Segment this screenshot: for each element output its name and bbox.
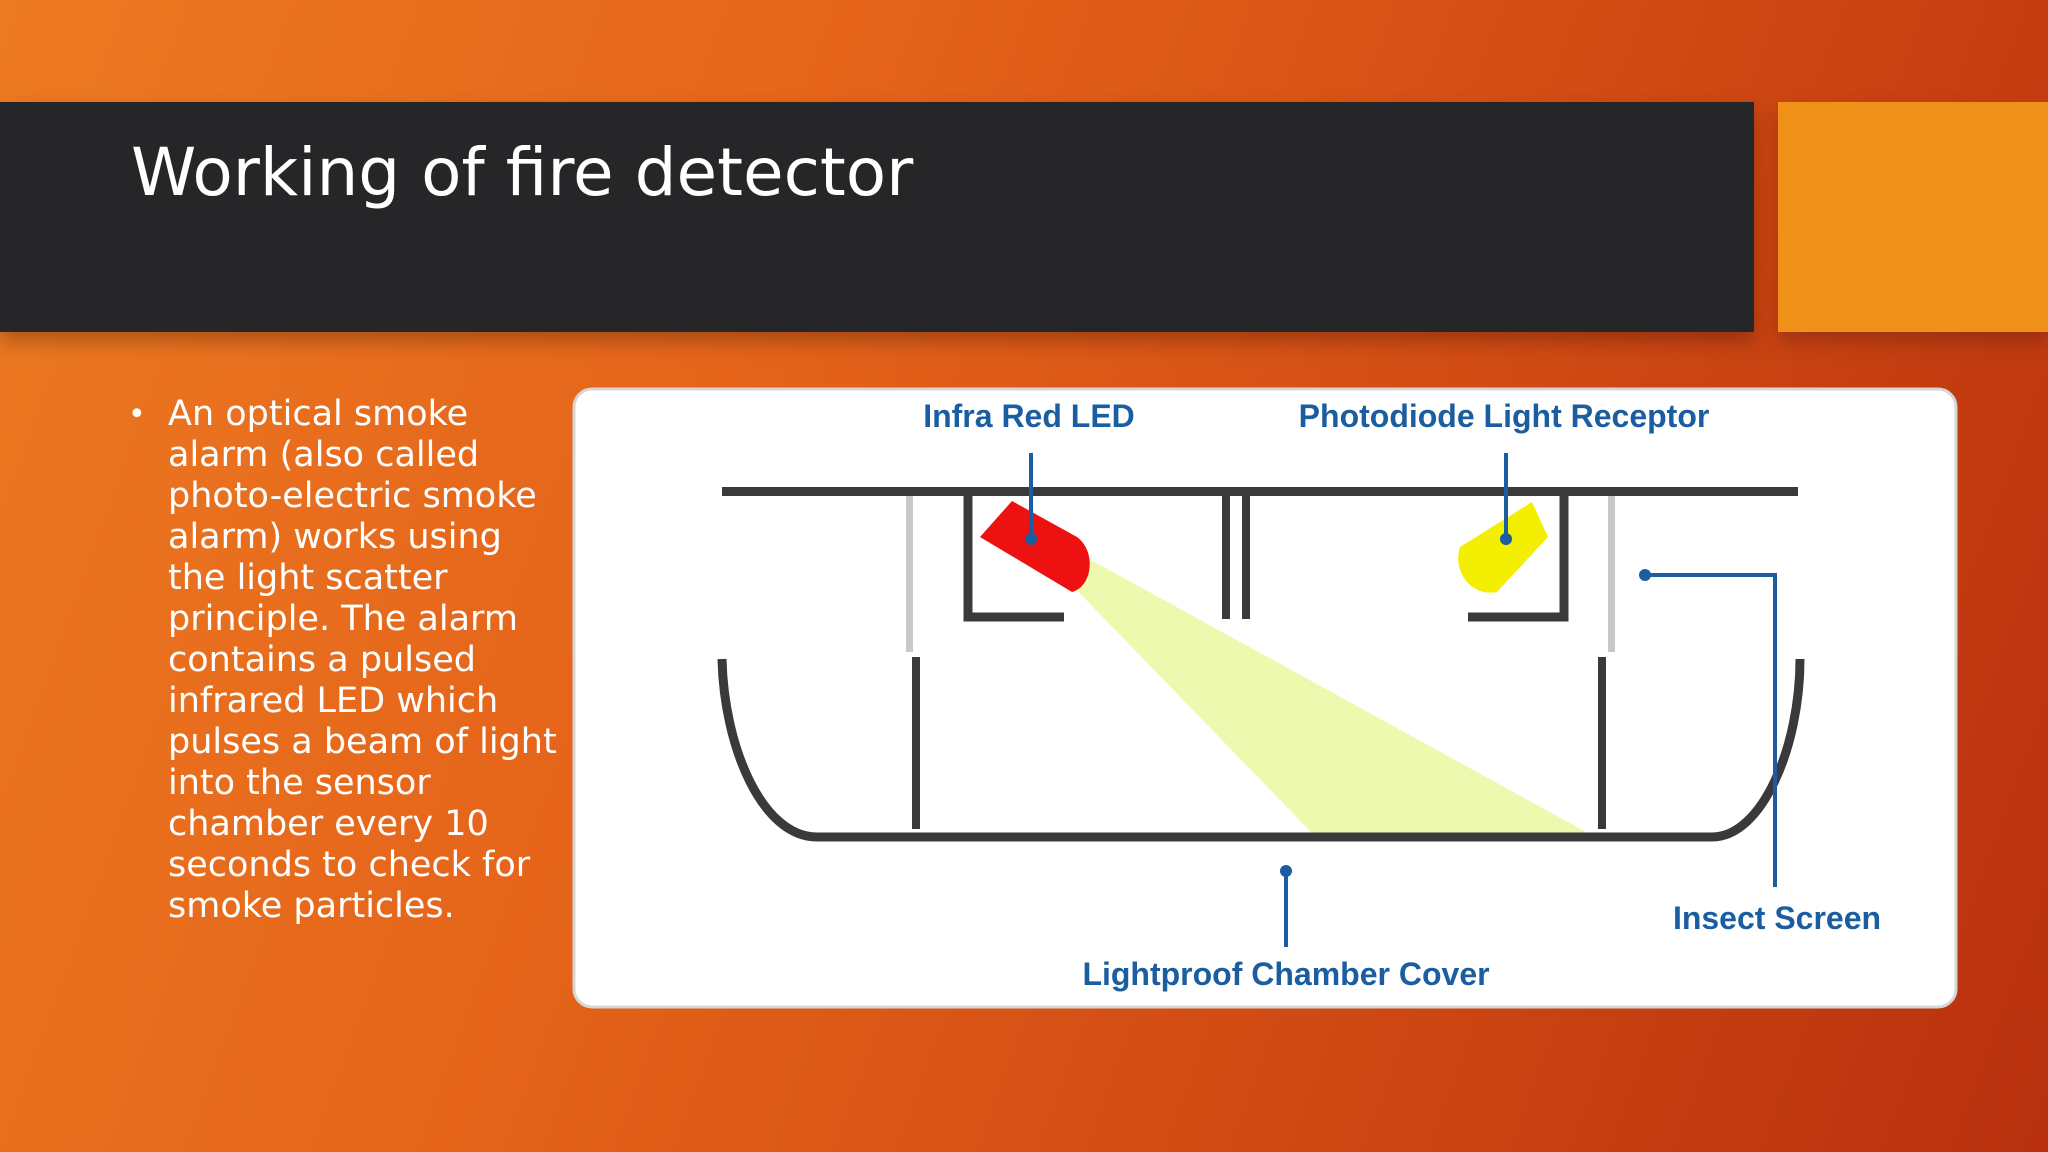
- center-divider: [1242, 496, 1250, 619]
- bullet-marker: •: [128, 397, 146, 432]
- photodiode-leader-dot: [1500, 533, 1512, 545]
- insect-screen-label: Insect Screen: [1673, 900, 1881, 936]
- smoke-detector-diagram: Infra Red LED Photodiode Light Receptor …: [572, 387, 1958, 1009]
- chamber-cover: [717, 658, 1805, 842]
- center-divider: [1222, 496, 1230, 619]
- accent-box: [1778, 102, 2048, 332]
- insect-screen-leader-dot: [1639, 569, 1651, 581]
- chamber-cover-label: Lightproof Chamber Cover: [1082, 956, 1489, 992]
- inner-post-left: [912, 657, 920, 829]
- infra-red-led: [980, 501, 1090, 592]
- led-housing: [963, 496, 1064, 622]
- led-leader-dot: [1025, 533, 1037, 545]
- led-label: Infra Red LED: [923, 398, 1135, 434]
- photodiode: [1458, 502, 1548, 593]
- bullet-list: • An optical smoke alarm (also called ph…: [128, 394, 568, 926]
- diagram-reflection: Insect Screen Lightproof Chamber Cover: [572, 1010, 1958, 1152]
- photodiode-housing: [1468, 496, 1569, 622]
- insect-screen-left: [906, 496, 913, 652]
- chamber-cover-leader-dot: [1280, 865, 1292, 877]
- slide-title: Working of fire detector: [131, 134, 914, 211]
- title-band: [0, 102, 1754, 332]
- bullet-text: An optical smoke alarm (also called phot…: [168, 394, 557, 926]
- insect-screen-right: [1608, 496, 1615, 652]
- photodiode-label: Photodiode Light Receptor: [1299, 398, 1710, 434]
- light-beam: [1060, 555, 1588, 833]
- insect-screen-leader-line: [1645, 573, 1777, 887]
- inner-post-right: [1598, 657, 1606, 829]
- chamber-top-bar: [722, 487, 1798, 496]
